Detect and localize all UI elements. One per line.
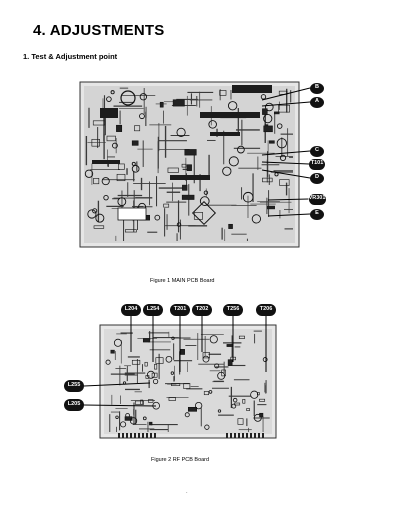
figure1-caption: Figure 1 MAIN PCB Board [150,278,215,284]
adjust-point-label-l254: L254 [143,304,163,316]
figure2-caption: Figure 2 RF PCB Board [151,457,210,463]
page-mark: - [186,489,188,494]
test-point-label-t101: T101 [309,158,325,170]
test-point-label-vr301: VR301 [308,193,326,205]
section-title: 4. ADJUSTMENTS [33,22,165,39]
test-point-label-d: D [310,172,324,184]
adjust-point-label-l205: L205 [64,399,84,411]
subsection-title: 1. Test & Adjustment point [23,52,118,61]
test-point-label-a: A [310,96,324,108]
test-point-label-e: E [310,208,324,220]
adjust-point-label-t206: T206 [256,304,276,316]
adjust-point-label-t201: T201 [170,304,190,316]
test-point-label-b: B [310,82,324,94]
adjust-point-label-l204: L204 [121,304,141,316]
adjust-point-label-t256: T256 [223,304,243,316]
adjust-point-label-l255: L255 [64,380,84,392]
test-point-label-c: C [310,145,324,157]
adjust-point-label-t202: T202 [192,304,212,316]
